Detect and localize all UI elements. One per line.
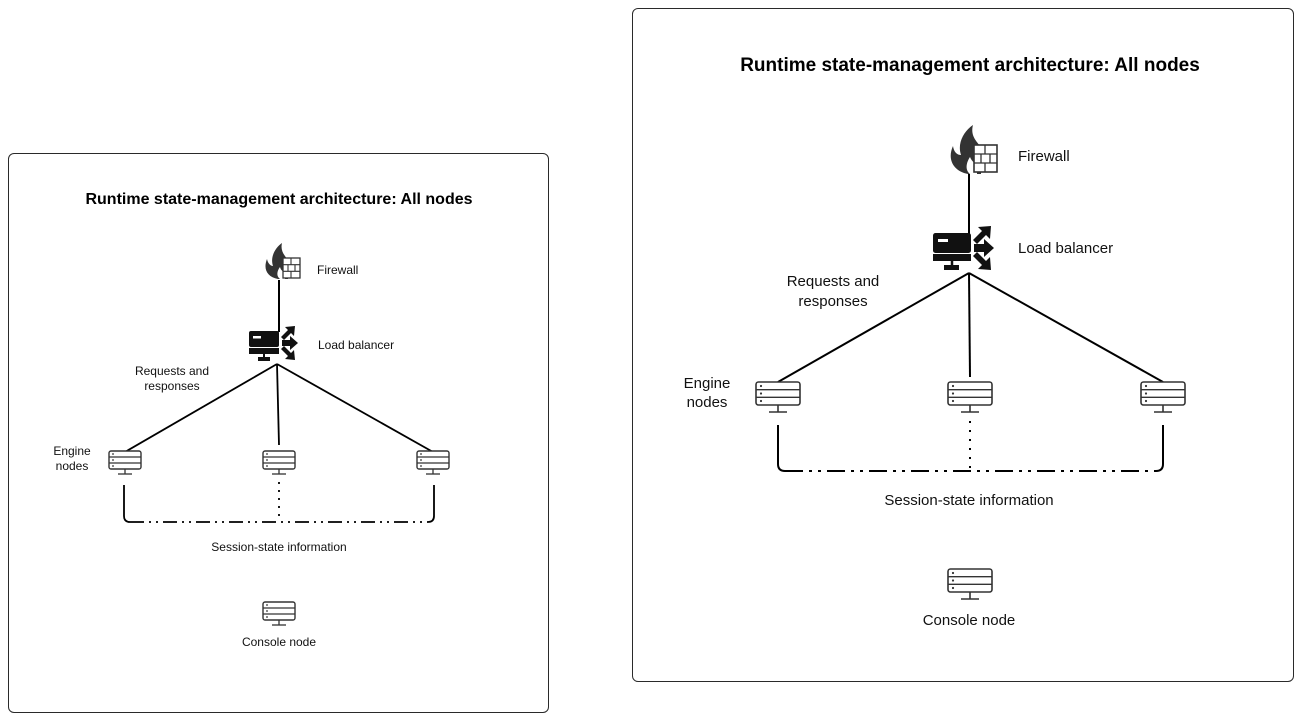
console-node-label: Console node [923,612,1016,629]
engine-nodes-label-line1: Engine [53,444,91,458]
engine-node-1-server-icon [108,450,142,475]
load-balancer-icon [249,326,298,361]
panel-title: Runtime state-management architecture: A… [740,55,1200,76]
requests-label-line1: Requests and [135,364,209,378]
diagram-panel-large: Runtime state-management architecture: A… [632,8,1294,682]
requests-label-line2: responses [144,379,199,393]
firewall-label: Firewall [1018,148,1070,165]
engine-node-2-server-icon [947,381,993,413]
load-balancer-label: Load balancer [1018,240,1113,257]
diagram-canvas-large: Runtime state-management architecture: A… [684,55,1200,629]
session-state-link [777,421,1164,472]
requests-label-line2: responses [798,293,867,310]
load-balancer-icon [933,226,994,270]
requests-label-line1: Requests and [787,273,880,290]
diagram-panel-small: Runtime state-management architecture: A… [8,153,549,713]
firewall-label: Firewall [317,263,358,277]
firewall-icon [950,125,998,174]
request-connections [124,363,434,453]
diagram-canvas-small: Runtime state-management architecture: A… [53,191,472,649]
engine-nodes-label-line2: nodes [56,459,89,473]
engine-node-3-server-icon [1140,381,1186,413]
load-balancer-label: Load balancer [318,338,394,352]
engine-nodes-label-line1: Engine [684,375,731,392]
session-state-label: Session-state information [211,540,346,554]
engine-node-1-server-icon [755,381,801,413]
panel-title: Runtime state-management architecture: A… [85,191,472,208]
session-state-link [123,482,435,523]
engine-node-3-server-icon [416,450,450,475]
console-node-server-icon [947,568,993,600]
console-node-label: Console node [242,635,316,649]
engine-nodes-label-line2: nodes [687,394,728,411]
request-connections [777,272,1164,383]
firewall-icon [265,243,301,279]
session-state-label: Session-state information [884,492,1053,509]
engine-node-2-server-icon [262,450,296,475]
console-node-server-icon [262,601,296,626]
